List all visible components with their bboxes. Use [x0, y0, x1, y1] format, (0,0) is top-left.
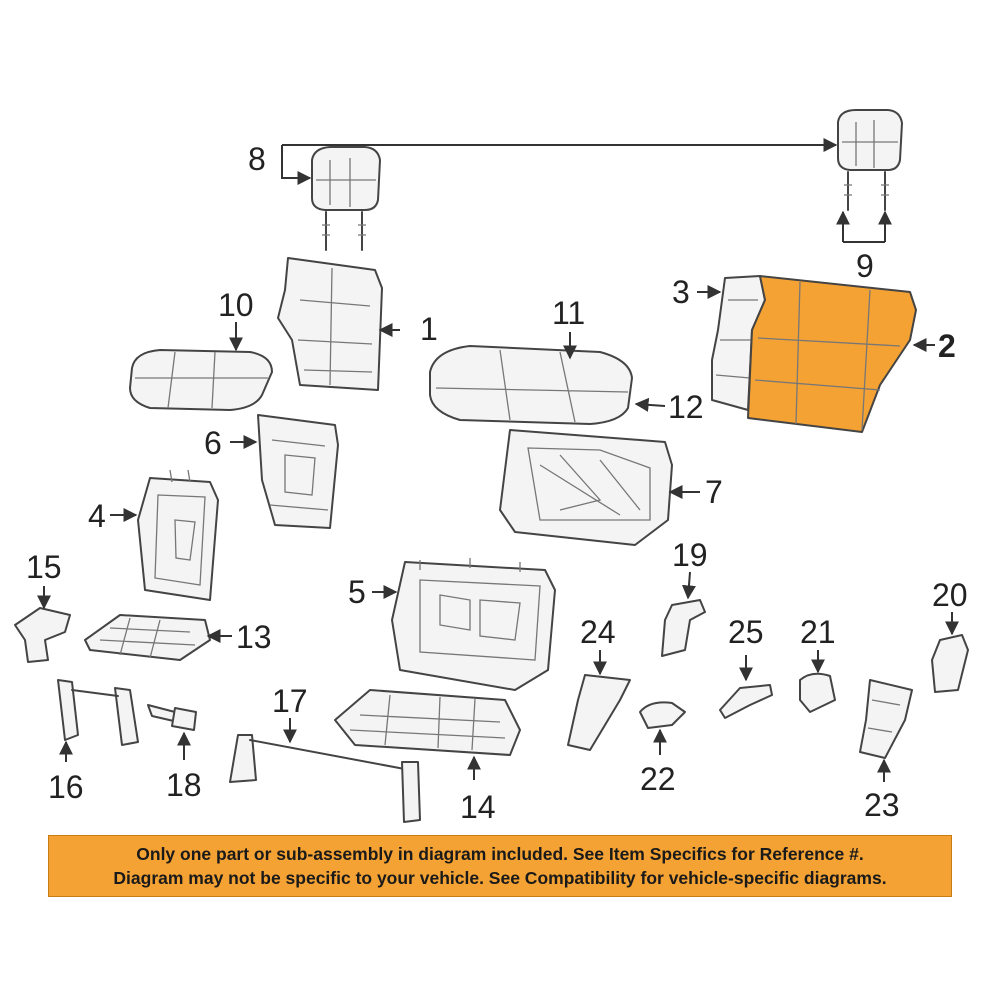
callout-13: 13	[236, 619, 272, 655]
callout-21: 21	[800, 614, 836, 650]
callout-10: 10	[218, 287, 254, 323]
knob-22	[639, 701, 686, 729]
highlighted-part-2	[747, 275, 917, 433]
disclaimer-line-1: Only one part or sub-assembly in diagram…	[136, 844, 864, 864]
bracket-24	[567, 674, 631, 751]
disclaimer-line-2: Diagram may not be specific to your vehi…	[113, 868, 887, 888]
callout-7: 7	[705, 474, 723, 510]
callout-5: 5	[348, 574, 366, 610]
callout-25: 25	[728, 614, 764, 650]
seat-cushion-right	[429, 345, 633, 425]
bracket-16	[57, 679, 139, 746]
back-frame-4	[137, 469, 219, 601]
callout-14: 14	[460, 789, 496, 825]
callout-4: 4	[88, 498, 106, 534]
leader-lines	[37, 138, 959, 782]
headrest-right	[837, 109, 903, 211]
callout-3: 3	[672, 274, 690, 310]
seat-pan-14	[334, 689, 521, 756]
callout-20: 20	[932, 577, 968, 613]
callout-11: 11	[552, 295, 585, 331]
bracket-23	[859, 679, 913, 759]
bolt-18	[147, 704, 197, 731]
callout-8: 8	[248, 141, 266, 177]
callout-19: 19	[672, 537, 708, 573]
lever-25	[719, 684, 773, 719]
callout-6: 6	[204, 425, 222, 461]
cover-21	[799, 672, 836, 713]
bracket-15	[14, 607, 71, 663]
callout-9: 9	[856, 248, 874, 284]
callout-23: 23	[864, 787, 900, 823]
callout-15: 15	[26, 549, 62, 585]
seat-back-left	[277, 257, 383, 391]
bracket-19	[661, 599, 706, 657]
callout-17: 17	[272, 683, 308, 719]
rod-17	[229, 734, 421, 823]
seat-cushion-left	[129, 349, 273, 411]
bracket-20	[931, 634, 969, 693]
seat-parts-diagram: 1 2 3 4 5 6 7 8 9 10 11 12 13 14 15 16 1…	[14, 109, 969, 825]
back-frame-7	[499, 429, 673, 546]
callout-24: 24	[580, 614, 616, 650]
seat-frame-5	[391, 558, 556, 691]
disclaimer-banner: Only one part or sub-assembly in diagram…	[48, 835, 952, 897]
cushion-pan-13	[84, 614, 211, 661]
callout-16: 16	[48, 769, 84, 805]
headrest-left	[311, 146, 381, 251]
callout-12: 12	[668, 389, 704, 425]
back-panel-6	[257, 414, 339, 529]
callout-22: 22	[640, 761, 676, 797]
callout-2: 2	[938, 328, 956, 364]
callout-1: 1	[420, 311, 438, 347]
seat-back-right-assembly	[711, 275, 917, 433]
callout-18: 18	[166, 767, 202, 803]
